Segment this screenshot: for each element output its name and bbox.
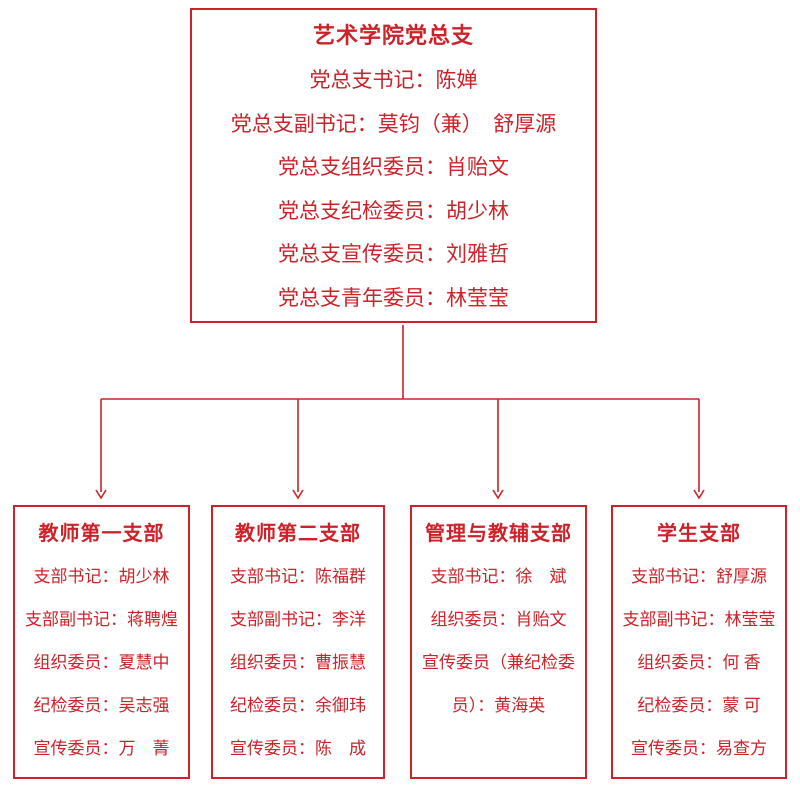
member-line: 宣传委员：易查方 — [631, 739, 767, 758]
member-line: 支部副书记：林莹莹 — [622, 610, 776, 629]
member-line: 组织委员：曹振慧 — [230, 653, 366, 672]
branch-box-student: 学生支部 支部书记：舒厚源 支部副书记：林莹莹 组织委员：何 香 纪检委员：蒙 … — [611, 505, 787, 779]
member-line: 组织委员：肖贻文 — [430, 610, 567, 629]
member-line: 纪检委员：吴志强 — [33, 696, 170, 715]
member-line: 宣传委员：万 菁 — [33, 739, 170, 758]
member-line: 支部书记：陈福群 — [230, 567, 366, 586]
member-line: 党总支青年委员：林莹莹 — [278, 285, 509, 310]
member-line: 党总支组织委员：肖贻文 — [278, 155, 509, 179]
member-line: 党总支副书记：莫钧（兼） 舒厚源 — [230, 111, 557, 136]
arrow-down-icon — [693, 489, 705, 500]
branch-box-admin-support: 管理与教辅支部 支部书记：徐 斌 组织委员：肖贻文 宣传委员（兼纪检委员）：黄海… — [410, 505, 587, 779]
member-line: 党总支宣传委员：刘雅哲 — [278, 242, 509, 266]
member-line: 党总支书记：陈婵 — [309, 68, 478, 92]
member-line: 纪检委员：余御玮 — [230, 696, 366, 715]
member-line: 支部副书记：蒋聘煌 — [25, 610, 178, 629]
root-box: 艺术学院党总支 党总支书记：陈婵 党总支副书记：莫钧（兼） 舒厚源 党总支组织委… — [190, 8, 597, 323]
branch-title: 教师第二支部 — [235, 523, 361, 545]
member-line: 支部书记：徐 斌 — [430, 567, 567, 586]
member-line: 组织委员：何 香 — [637, 653, 761, 672]
arrow-down-icon — [95, 489, 107, 500]
arrow-down-icon — [292, 489, 304, 500]
branch-box-teacher-1: 教师第一支部 支部书记：胡少林 支部副书记：蒋聘煌 组织委员：夏慧中 纪检委员：… — [13, 505, 190, 779]
branch-title: 管理与教辅支部 — [425, 523, 572, 545]
member-line: 宣传委员：陈 成 — [230, 739, 366, 758]
branch-title: 教师第一支部 — [38, 523, 165, 545]
member-line: 支部书记：舒厚源 — [631, 567, 767, 586]
root-title: 艺术学院党总支 — [312, 23, 474, 48]
member-line: 纪检委员：蒙 可 — [637, 696, 761, 715]
member-line: 党总支纪检委员：胡少林 — [278, 198, 509, 223]
member-line: 支部副书记：李洋 — [230, 610, 366, 629]
member-line: 支部书记：胡少林 — [33, 567, 170, 586]
branch-box-teacher-2: 教师第二支部 支部书记：陈福群 支部副书记：李洋 组织委员：曹振慧 纪检委员：余… — [211, 505, 385, 779]
branch-title: 学生支部 — [657, 523, 741, 545]
member-line: 宣传委员（兼纪检委员）：黄海英 — [422, 653, 575, 715]
arrow-down-icon — [492, 489, 504, 500]
member-line: 组织委员：夏慧中 — [33, 653, 170, 672]
